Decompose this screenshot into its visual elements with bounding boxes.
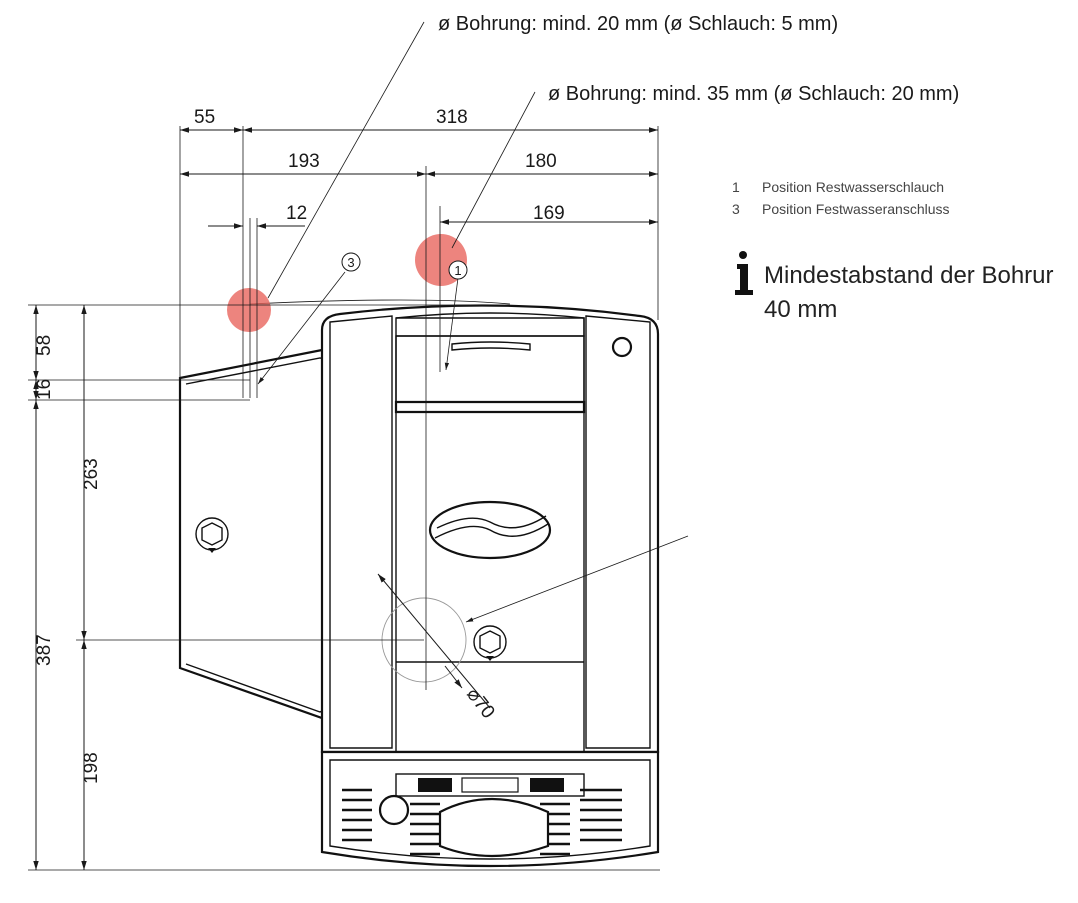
legend-num-1: 1 (732, 179, 740, 195)
dim-193: 193 (288, 151, 320, 172)
grille-left (342, 788, 440, 856)
hole-marker-small (227, 288, 271, 332)
left-column (329, 315, 393, 749)
dim-12: 12 (286, 203, 307, 224)
marker-3: 3 (341, 252, 361, 272)
callout-small-hole: ø Bohrung: mind. 20 mm (ø Schlauch: 5 mm… (438, 13, 838, 35)
dim-387: 387 (34, 634, 55, 666)
right-column (585, 315, 651, 749)
dim-198: 198 (81, 752, 102, 784)
dim-58: 58 (34, 335, 55, 356)
leader-lines (257, 21, 689, 623)
callout-large-hole: ø Bohrung: mind. 35 mm (ø Schlauch: 20 m… (548, 83, 959, 105)
front-knob-icon (473, 625, 507, 661)
svg-text:1: 1 (454, 263, 461, 278)
dim-16: 16 (34, 379, 55, 400)
dimension-lines (28, 126, 660, 871)
legend-num-3: 3 (732, 201, 740, 217)
cup-tray (438, 798, 550, 858)
dim-318: 318 (436, 107, 468, 128)
side-knob-icon (195, 517, 229, 553)
lid-rim (394, 400, 586, 414)
drip-tray-inner (329, 759, 651, 860)
oval-logo-icon (428, 500, 552, 560)
info-line-2: 40 mm (764, 296, 837, 323)
dim-55: 55 (194, 107, 215, 128)
tray-float-icon (378, 794, 410, 826)
svg-text:3: 3 (347, 255, 354, 270)
info-icon (735, 251, 753, 295)
dim-180: 180 (525, 151, 557, 172)
side-door-panel (178, 348, 338, 720)
power-button-icon (611, 336, 633, 358)
top-edge-line (249, 299, 511, 305)
display-screen (461, 777, 519, 793)
display-button-left (418, 778, 452, 792)
dim-263: 263 (81, 458, 102, 490)
info-line-1: Mindestabstand der Bohrur (764, 262, 1054, 289)
legend: 1 Position Restwasserschlauch 3 Position… (732, 179, 950, 217)
lid-slot (451, 341, 531, 351)
display-button-right (530, 778, 564, 792)
legend-text-1: Position Restwasserschlauch (762, 179, 944, 195)
legend-text-3: Position Festwasseranschluss (762, 201, 950, 217)
dim-169: 169 (533, 203, 565, 224)
machine-drawing (178, 299, 660, 868)
marker-1: 1 (448, 260, 468, 280)
display-strip (395, 773, 585, 797)
